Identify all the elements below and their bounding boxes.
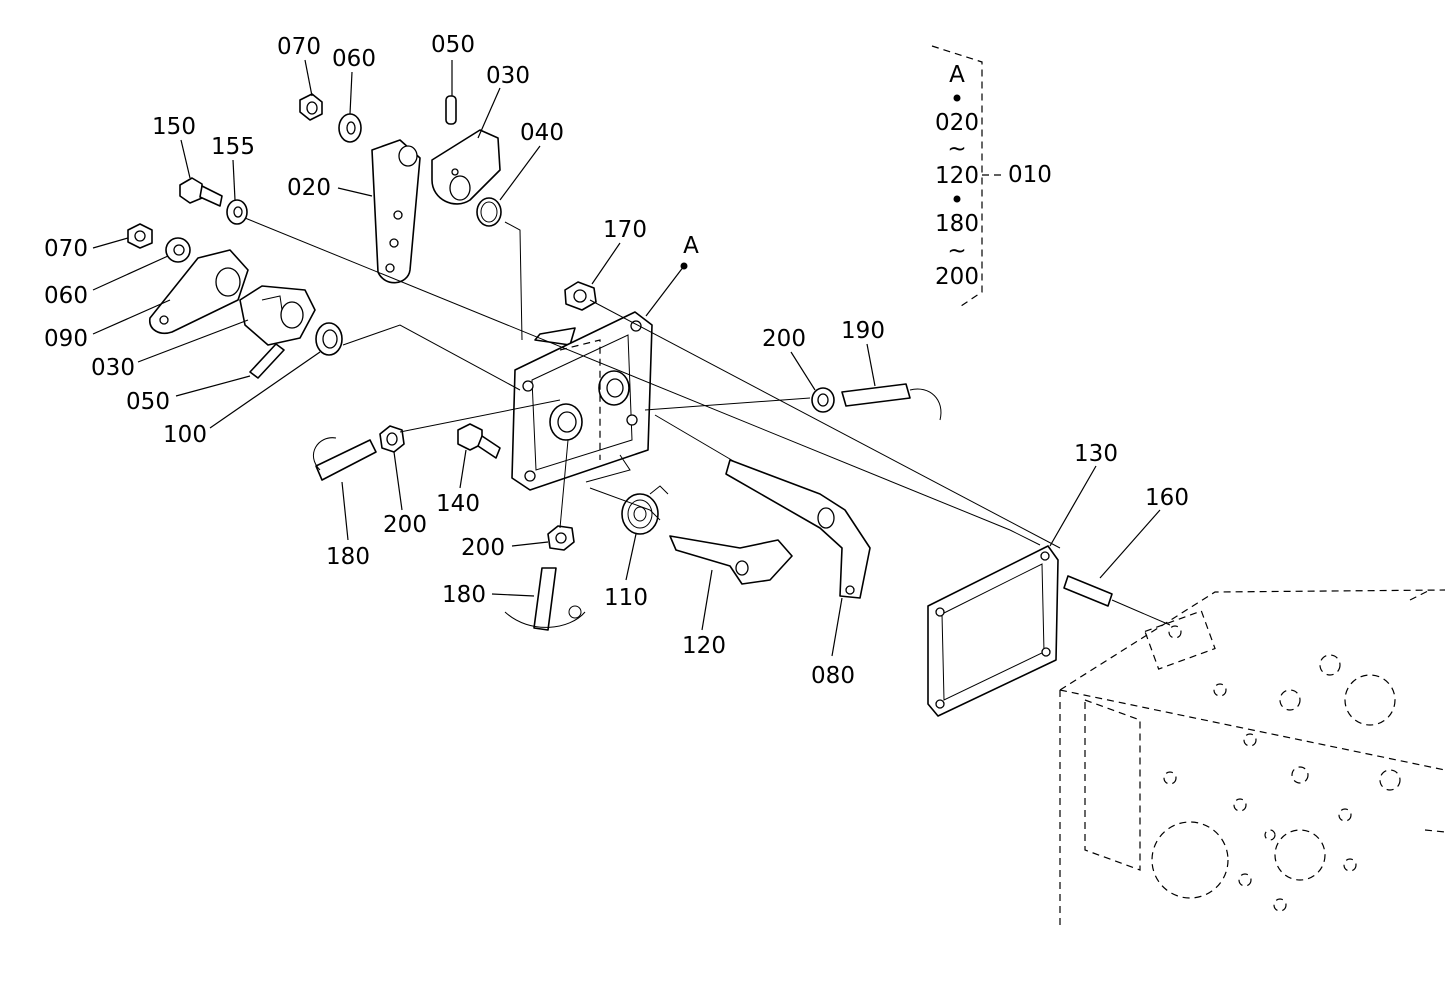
nut-070-top [299, 93, 323, 121]
parts-artwork [127, 93, 1445, 925]
screw-190 [841, 383, 942, 421]
spring-110 [621, 485, 669, 535]
label-a-dot [680, 262, 688, 270]
part-labels: 070 060 050 030 040 150 155 020 070 060 … [44, 32, 1189, 689]
note-tilde-2: ~ [947, 238, 966, 264]
label-060-top: 060 [332, 46, 376, 72]
label-070-top: 070 [277, 34, 321, 60]
screw-180-bottom [504, 567, 586, 631]
stud-160 [1063, 575, 1113, 607]
label-100: 100 [163, 422, 207, 448]
label-200-left: 200 [383, 512, 427, 538]
assembly-lines [244, 217, 1171, 626]
label-170: 170 [603, 217, 647, 243]
label-080: 080 [811, 663, 855, 689]
nut-200-bottom [547, 525, 575, 551]
nut-170 [564, 281, 597, 311]
note-assembly-part: 010 [1008, 162, 1052, 188]
label-180-bottom: 180 [442, 582, 486, 608]
label-150: 150 [152, 114, 196, 140]
nut-070-left [127, 223, 153, 249]
label-050-top: 050 [431, 32, 475, 58]
label-090: 090 [44, 326, 88, 352]
label-a: A [683, 233, 699, 259]
label-180-left: 180 [326, 544, 370, 570]
seal-100 [315, 322, 343, 356]
label-140: 140 [436, 491, 480, 517]
label-020: 020 [287, 175, 331, 201]
shaft-120 [669, 535, 793, 585]
lever-020 [371, 139, 421, 284]
label-200-right: 200 [762, 326, 806, 352]
lever-090 [149, 249, 249, 334]
label-160: 160 [1145, 485, 1189, 511]
engine-block [1059, 589, 1445, 925]
bolt-140 [457, 423, 501, 459]
oring-040 [476, 197, 502, 227]
label-155: 155 [211, 134, 255, 160]
note-range2-end: 200 [935, 264, 979, 290]
washer-060-left [165, 237, 191, 263]
pin-050-left [249, 343, 285, 379]
note-range2-start: 180 [935, 211, 979, 237]
label-030-left: 030 [91, 355, 135, 381]
note-dot-1 [953, 94, 961, 102]
screw-180-left [313, 437, 377, 481]
label-050-left: 050 [126, 389, 170, 415]
gasket-130 [927, 545, 1059, 717]
note-bracket [931, 45, 983, 309]
arm-030-top [431, 129, 501, 205]
leader-lines [92, 59, 1161, 657]
label-070-left: 070 [44, 236, 88, 262]
pin-050-top [445, 95, 457, 125]
nut-200-left [379, 425, 405, 453]
label-190: 190 [841, 318, 885, 344]
washer-060-top [338, 113, 362, 143]
nut-200-right [811, 387, 835, 413]
washer-155 [226, 199, 248, 225]
label-130: 130 [1074, 441, 1118, 467]
cover-housing [511, 311, 653, 491]
note-tilde-1: ~ [947, 136, 966, 162]
label-030-top: 030 [486, 63, 530, 89]
bolt-150 [179, 177, 223, 207]
label-120: 120 [682, 633, 726, 659]
shaft-080 [725, 459, 871, 599]
label-110: 110 [604, 585, 648, 611]
assembly-note: A 020 ~ 120 180 ~ 200 010 [931, 45, 1052, 309]
note-dot-2 [953, 195, 961, 203]
note-range1-start: 020 [935, 110, 979, 136]
label-060-left: 060 [44, 283, 88, 309]
arm-030-left [239, 285, 316, 346]
label-200-bottom: 200 [461, 535, 505, 561]
note-range1-end: 120 [935, 163, 979, 189]
note-header: A [949, 62, 965, 88]
label-040: 040 [520, 120, 564, 146]
